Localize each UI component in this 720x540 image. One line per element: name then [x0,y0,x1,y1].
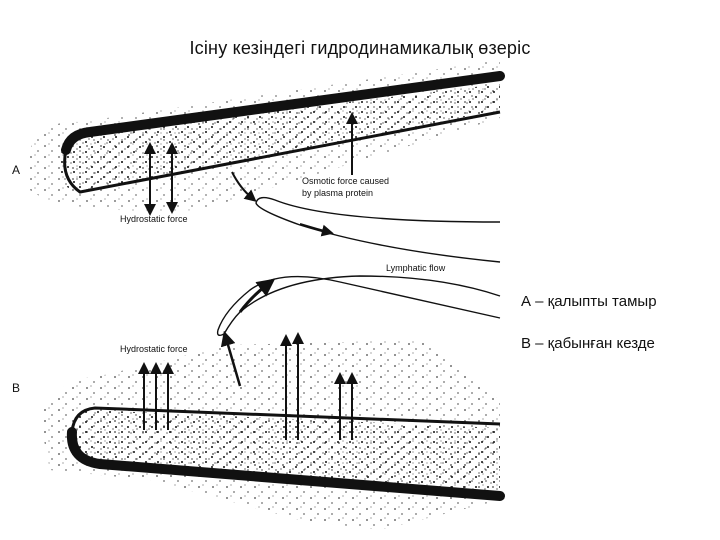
osmotic-label-line1: Osmotic force caused [302,176,389,186]
lymphatic-label: Lymphatic flow [386,263,446,273]
vessel-a [30,60,505,216]
panel-a-letter: A [12,163,20,177]
hydrostatic-label-a: Hydrostatic force [120,214,188,224]
lymphatic-vessel [216,196,501,337]
legend-inflamed: В – қабынған кезде [521,335,655,352]
hydrostatic-label-b: Hydrostatic force [120,344,188,354]
panel-b-letter: B [12,381,20,395]
osmotic-label-line2: by plasma protein [302,188,373,198]
page-title: Ісіну кезіндегі гидродинамикалық өзеріс [189,38,531,58]
vessel-b [40,330,505,530]
legend-normal-vessel: А – қалыпты тамыр [521,293,657,310]
